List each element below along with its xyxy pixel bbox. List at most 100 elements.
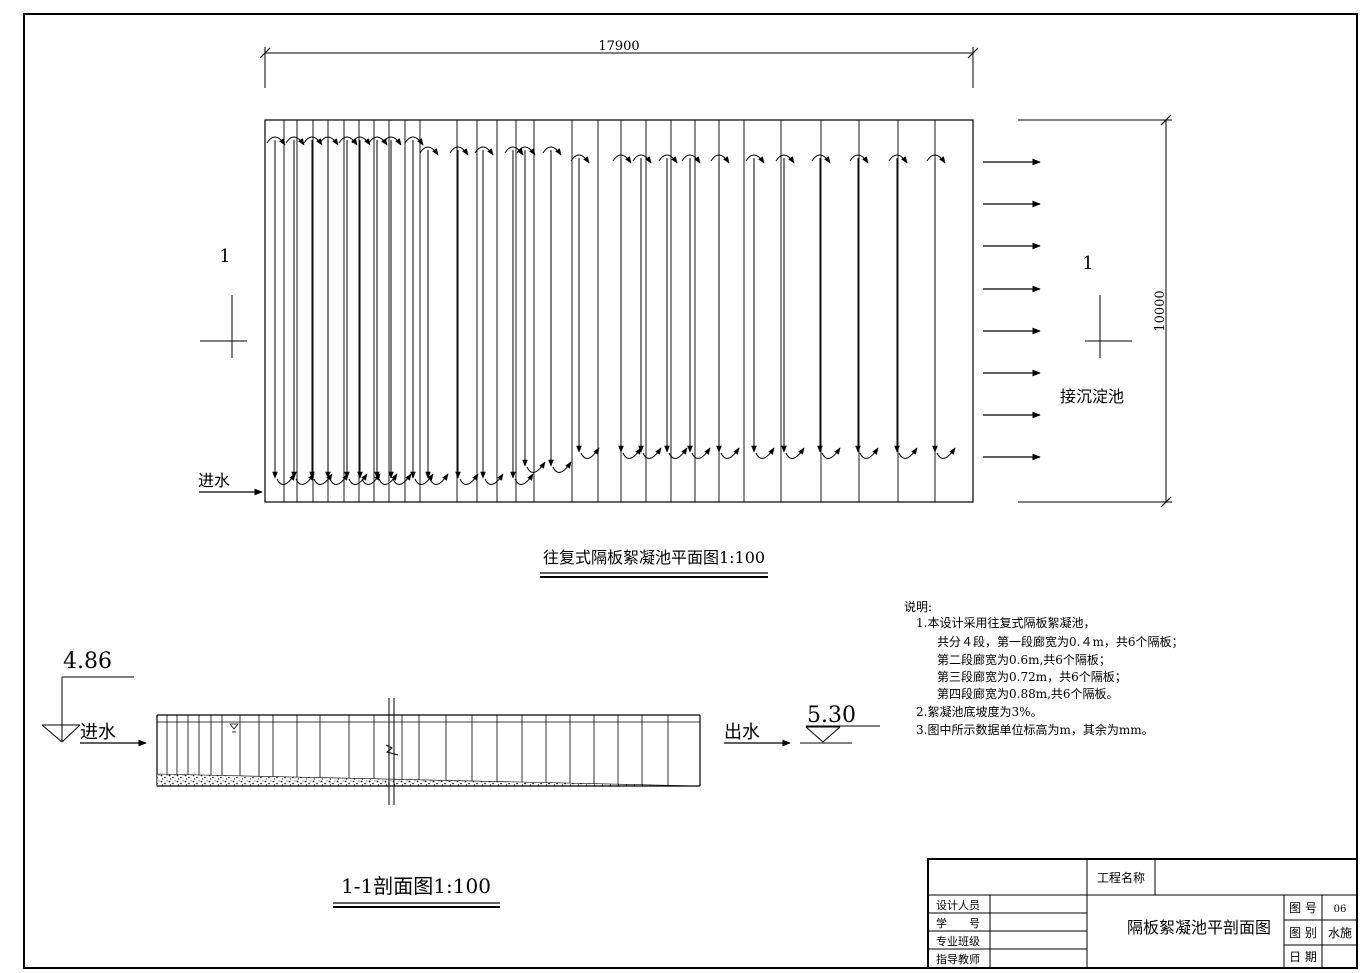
dimension-height-text: 10000 [1153, 290, 1168, 331]
flow-turn-bottom [668, 447, 688, 459]
flow-turn-top [382, 136, 402, 146]
flow-turn-bottom [622, 447, 642, 459]
flow-turn-bottom [378, 473, 398, 485]
section-title: 1-1剖面图1:100 [341, 874, 491, 898]
baffle-walls [283, 120, 936, 502]
section-mark-left: 1 [200, 246, 247, 358]
flow-turn-top [542, 146, 562, 156]
drawing-title: 隔板絮凝池平剖面图 [1127, 918, 1271, 937]
flow-turn-top [710, 154, 730, 164]
flow-turn-top [338, 136, 358, 146]
notes-block: 说明: 1.本设计采用往复式隔板絮凝池， 共分４段，第一段廊宽为0.４m，共6个… [904, 599, 1183, 737]
width-dimension: 17900 [259, 39, 979, 88]
flow-turn-top [319, 136, 339, 146]
plan-outlet-label: 接沉淀池 [1060, 387, 1124, 406]
outlet-arrows [983, 158, 1041, 461]
note-line: 第四段廊宽为0.88m,共6个隔板。 [937, 686, 1119, 701]
outlet-level-text: 5.30 [807, 703, 856, 728]
flow-turn-top [285, 136, 305, 146]
designer-label: 设计人员 [936, 899, 980, 912]
section-mark-right: 1 [1082, 253, 1132, 358]
note-line: 3.图中所示数据单位标高为m，其余为mm。 [916, 722, 1154, 737]
flow-turn-top [775, 154, 795, 164]
flow-turn-bottom [295, 473, 315, 485]
flow-turn-bottom [720, 447, 740, 459]
plan-view: 17900 10000 1 1 进水 [198, 39, 1172, 578]
flow-arrows [266, 136, 956, 485]
drawing-type-value: 水施 [1328, 926, 1352, 940]
note-line: 1.本设计采用往复式隔板絮凝池， [916, 615, 1095, 630]
flow-turn-top [504, 146, 524, 156]
flow-turn-top [681, 154, 701, 164]
flow-turn-top [926, 154, 946, 164]
section-baffles [166, 715, 669, 786]
dimension-width-text: 17900 [598, 39, 639, 54]
flow-turn-top [516, 146, 536, 156]
flow-turn-top [266, 136, 286, 146]
flow-turn-top [632, 154, 652, 164]
flow-turn-top [449, 146, 469, 156]
project-name-label: 工程名称 [1097, 870, 1145, 885]
plan-title: 往复式隔板絮凝池平面图1:100 [543, 548, 765, 567]
flow-turn-bottom [526, 461, 546, 473]
flow-turn-bottom [785, 447, 805, 459]
advisor-label: 指导教师 [936, 952, 980, 966]
drawing-type-label: 图 别 [1289, 926, 1317, 940]
note-line: 第三段廊宽为0.72m，共6个隔板； [937, 669, 1127, 684]
flow-turn-bottom [348, 473, 368, 485]
plan-inlet: 进水 [198, 471, 263, 496]
section-break-mark [385, 698, 399, 805]
section-outlet-label: 出水 [724, 722, 760, 743]
flow-turn-bottom [392, 473, 412, 485]
flow-turn-bottom [821, 447, 841, 459]
section-mark-left-number: 1 [219, 246, 230, 267]
flow-turn-bottom [859, 447, 879, 459]
height-dimension: 10000 [1018, 114, 1172, 508]
flow-turn-top [658, 154, 678, 164]
flow-turn-top [570, 154, 590, 164]
flow-turn-bottom [414, 473, 434, 485]
class-label: 专业班级 [936, 934, 980, 948]
title-block: 工程名称 设计人员 学 号 专业班级 指导教师 隔板絮凝池平剖面图 图 号 06… [927, 858, 1358, 969]
drawing-no-value: 06 [1334, 904, 1347, 915]
flow-turn-bottom [429, 473, 449, 485]
flow-turn-top [612, 154, 632, 164]
flow-turn-bottom [755, 447, 775, 459]
flow-turn-bottom [329, 473, 349, 485]
flow-turn-bottom [936, 447, 956, 459]
flow-turn-bottom [514, 473, 534, 485]
flow-turn-top [811, 154, 831, 164]
flow-turn-bottom [691, 447, 711, 459]
flow-turn-bottom [276, 473, 296, 485]
flow-turn-bottom [459, 473, 479, 485]
note-line: 共分４段，第一段廊宽为0.４m，共6个隔板； [937, 634, 1183, 649]
student-id-label: 学 号 [936, 916, 980, 930]
flow-turn-top [474, 146, 494, 156]
drawing-frame [23, 13, 1358, 969]
note-line: 2.絮凝池底坡度为3%。 [916, 704, 1043, 719]
flow-turn-bottom [642, 447, 662, 459]
note-line: 第二段廊宽为0.6m,共6个隔板； [937, 652, 1111, 667]
flow-turn-bottom [313, 473, 333, 485]
flow-turn-top [419, 146, 439, 156]
notes-heading: 说明: [904, 599, 932, 614]
tank-bottom-fill [156, 773, 701, 787]
flow-turn-top [849, 154, 869, 164]
inlet-level-mark: 4.86 进水 [41, 649, 147, 747]
section-inlet-label: 进水 [80, 722, 116, 743]
flow-turn-top [368, 136, 388, 146]
flow-turn-bottom [580, 447, 600, 459]
flow-turn-bottom [898, 447, 918, 459]
section-view: 4.86 进水 出水 [41, 649, 880, 908]
water-level-symbol [229, 723, 239, 733]
flow-turn-bottom [484, 473, 504, 485]
flow-turn-top [888, 154, 908, 164]
outlet-level-mark: 出水 5.30 [724, 703, 880, 747]
date-label: 日 期 [1289, 950, 1317, 964]
flow-turn-top [404, 136, 424, 146]
flow-turn-top [745, 154, 765, 164]
drawing-no-label: 图 号 [1289, 901, 1317, 915]
flow-turn-bottom [552, 461, 572, 473]
flow-turn-top [351, 136, 371, 146]
